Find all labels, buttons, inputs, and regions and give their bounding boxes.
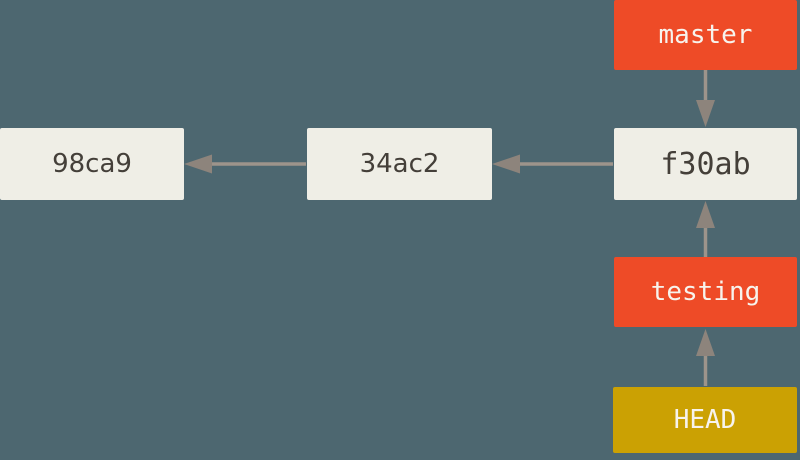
commit-hash: 34ac2 <box>359 149 440 179</box>
commit-node-34ac2: 34ac2 <box>307 128 492 200</box>
commit-node-f30ab: f30ab <box>614 128 797 200</box>
branch-label-testing-text: testing <box>650 277 761 307</box>
commit-node-98ca9: 98ca9 <box>0 128 184 200</box>
arrow-head-to-testing <box>696 329 715 386</box>
commit-hash: f30ab <box>660 146 751 182</box>
branch-label-master: master <box>614 0 797 70</box>
commit-hash: 98ca9 <box>52 149 132 179</box>
arrow-master-to-f30ab <box>696 70 715 127</box>
head-pointer-label: HEAD <box>613 387 797 453</box>
arrow-34ac2-to-98ca9 <box>184 154 306 174</box>
arrow-f30ab-to-34ac2 <box>492 154 613 174</box>
branch-label-master-text: master <box>658 20 753 50</box>
arrow-testing-to-f30ab <box>696 201 715 257</box>
branch-label-testing: testing <box>614 257 797 327</box>
head-pointer-text: HEAD <box>673 405 737 435</box>
